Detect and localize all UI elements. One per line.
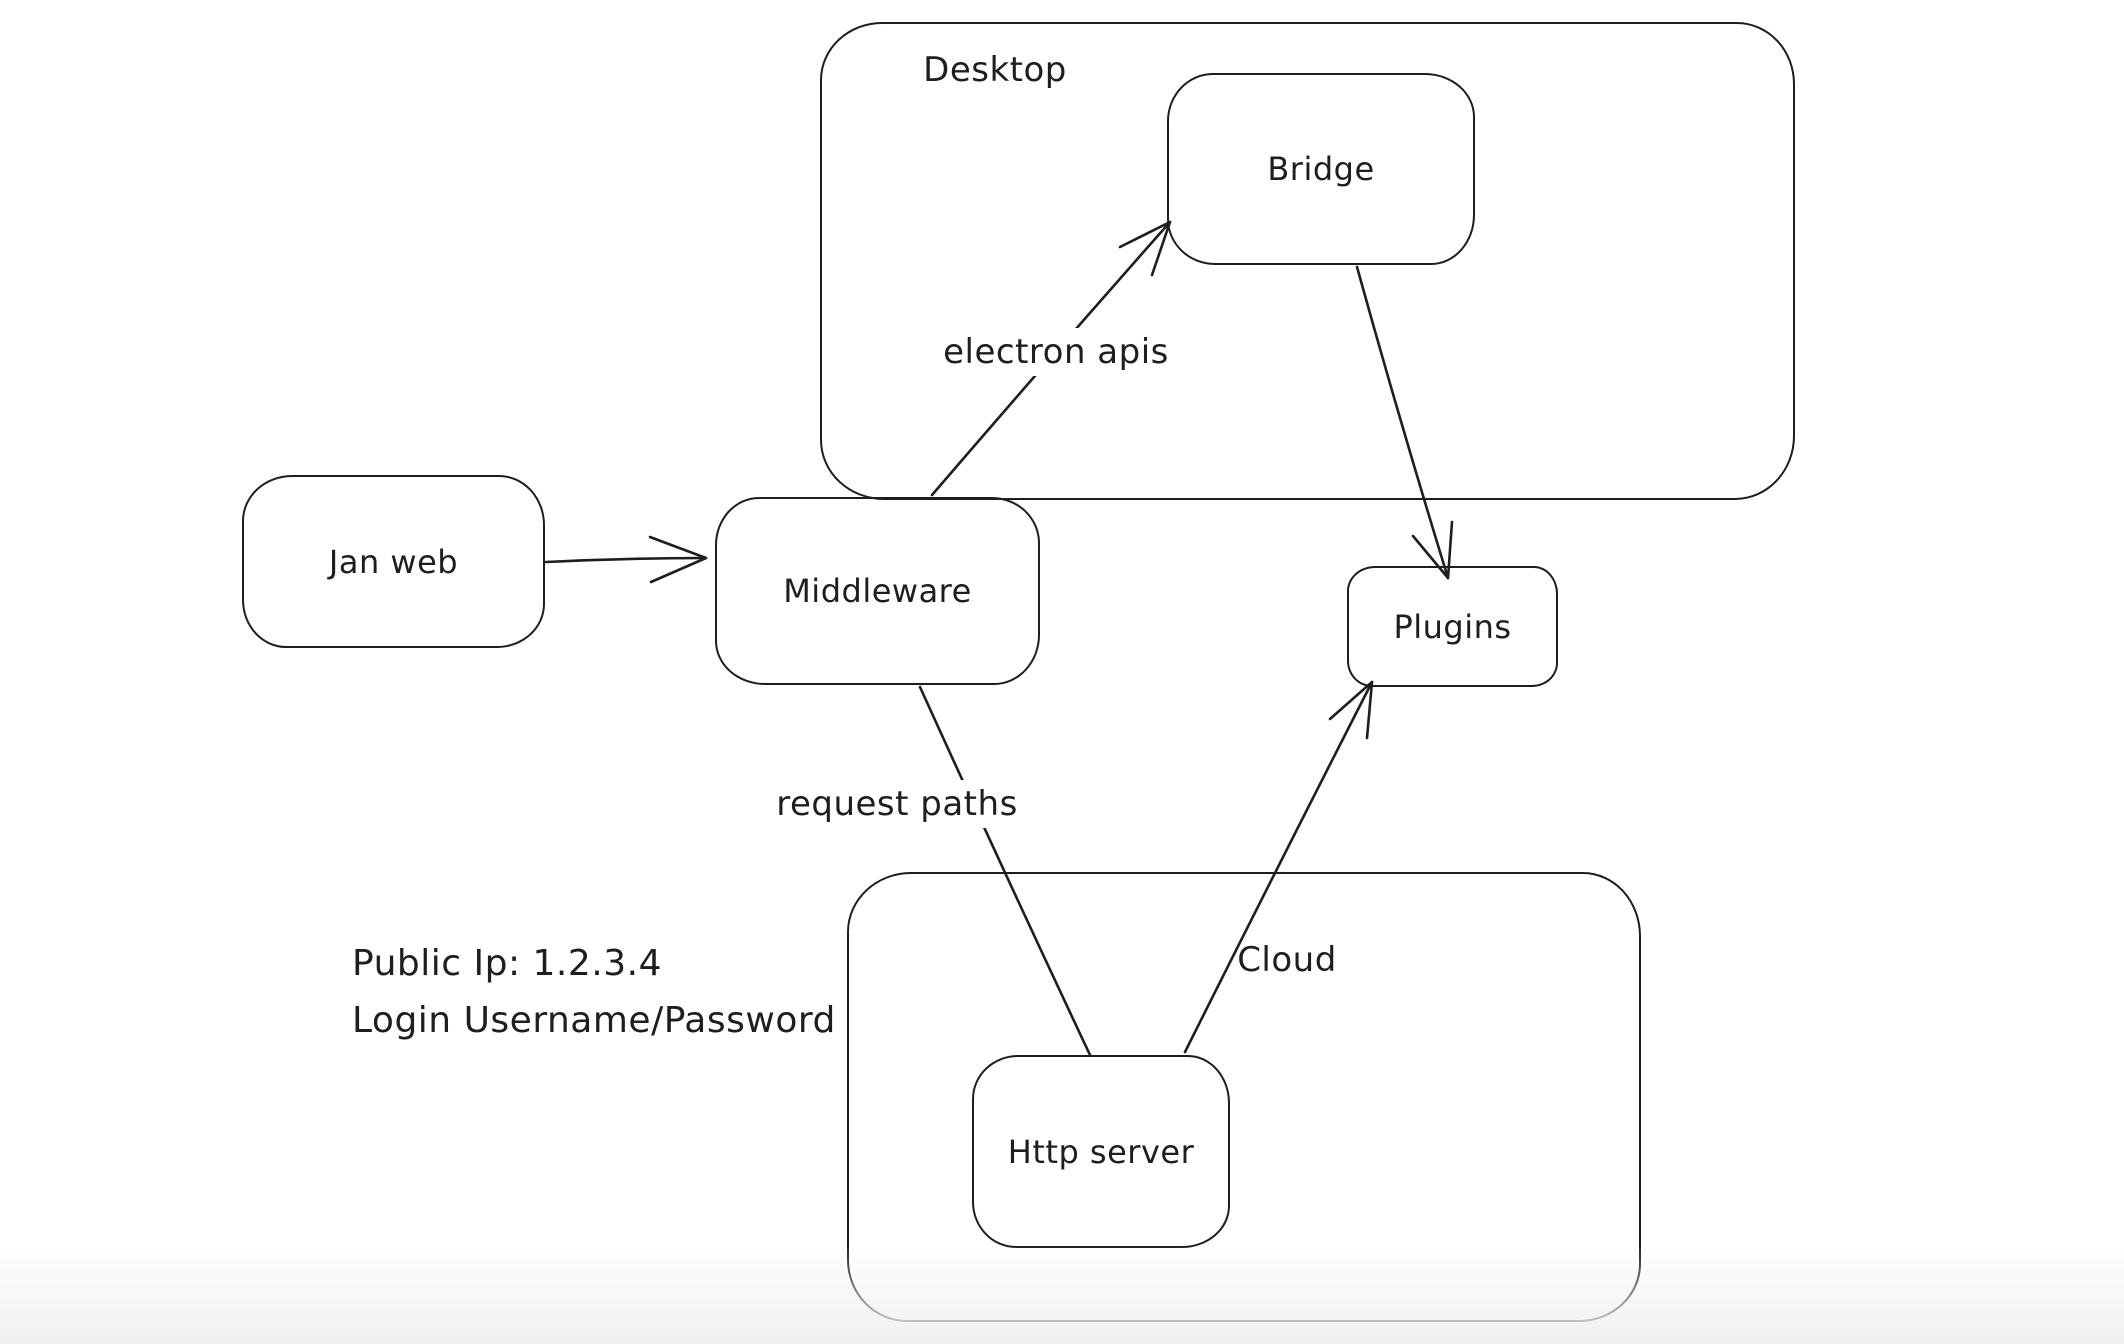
middleware-node[interactable]: Middleware — [715, 497, 1040, 685]
plugins-node-label: Plugins — [1393, 607, 1512, 646]
arrowhead — [1411, 520, 1454, 580]
arrow-line — [918, 685, 1092, 1057]
http-server-node-label: Http server — [1007, 1132, 1195, 1171]
desktop-container-box[interactable] — [820, 22, 1795, 500]
electron-apis-edge-label[interactable]: electron apis — [922, 328, 1190, 376]
arrow-line — [544, 556, 708, 564]
desktop-container-label[interactable]: Desktop — [923, 50, 1067, 90]
login-text: Login Username/Password — [352, 999, 836, 1041]
http-server-node[interactable]: Http server — [972, 1055, 1230, 1248]
arrow-line — [1183, 680, 1374, 1054]
arrowhead — [1328, 680, 1374, 740]
plugins-node[interactable]: Plugins — [1347, 566, 1558, 687]
middleware-node-label: Middleware — [783, 572, 972, 610]
public-ip-text: Public Ip: 1.2.3.4 — [352, 943, 662, 984]
arrowhead — [648, 535, 708, 584]
bridge-node[interactable]: Bridge — [1167, 73, 1475, 265]
arrow-jan-web-to-middleware[interactable] — [544, 535, 708, 584]
cloud-container-label[interactable]: Cloud — [1237, 940, 1337, 980]
request-paths-edge-label[interactable]: request paths — [748, 780, 1046, 828]
arrow-bridge-to-plugins[interactable] — [1355, 265, 1454, 580]
credentials-annotation[interactable]: Public Ip: 1.2.3.4 Login Username/Passwo… — [352, 936, 836, 1050]
line-middleware-to-http-server[interactable] — [918, 685, 1092, 1057]
jan-web-node[interactable]: Jan web — [242, 475, 545, 648]
arrow-line — [1355, 265, 1450, 580]
jan-web-node-label: Jan web — [328, 542, 459, 581]
bridge-node-label: Bridge — [1267, 150, 1375, 188]
